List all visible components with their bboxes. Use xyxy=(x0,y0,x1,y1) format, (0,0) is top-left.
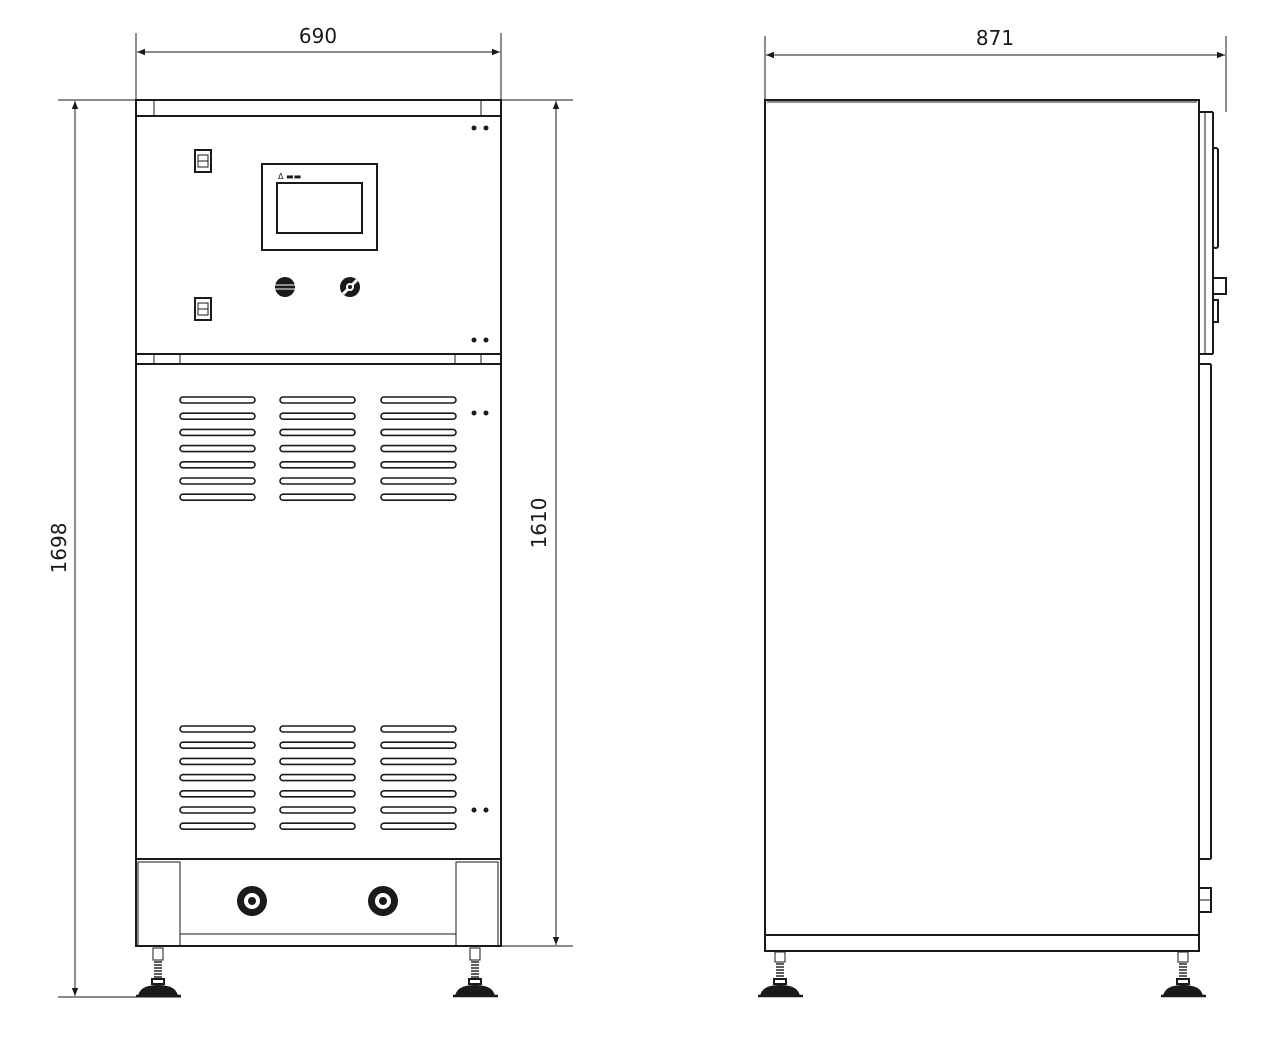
louvre-slot xyxy=(179,477,256,485)
louvre-slot xyxy=(380,773,457,782)
louvre-slot xyxy=(179,773,256,782)
hmi-display: Δ ▬▬ xyxy=(261,163,378,251)
selector-knob-right-icon xyxy=(340,277,360,297)
hmi-screen xyxy=(276,182,363,234)
louvre-slot xyxy=(380,806,457,814)
louvre-slot xyxy=(179,757,256,766)
cable-gland-left-icon xyxy=(237,886,267,916)
louvre-slot xyxy=(279,412,356,421)
panel-screws-bottom xyxy=(471,337,489,343)
louvre-slot xyxy=(380,477,457,485)
louvre-slot xyxy=(279,806,356,814)
selector-knob-left-icon xyxy=(273,277,297,297)
total-height-label: 1698 xyxy=(47,523,71,574)
louvre-slot xyxy=(179,444,256,453)
front-view: Δ ▬▬ xyxy=(135,99,502,998)
top-frame-corner-left xyxy=(135,99,155,117)
louvre-slot xyxy=(380,412,457,421)
louvre-slot xyxy=(179,493,256,502)
side-panel xyxy=(764,99,1200,936)
louvre-slot xyxy=(380,789,457,798)
louvre-slot xyxy=(279,460,356,469)
door-lock-top-icon xyxy=(194,149,212,173)
louvre-slot xyxy=(179,806,256,814)
louvre-slot xyxy=(279,822,356,831)
louvre-slot xyxy=(380,493,457,502)
louvre-slot xyxy=(279,428,356,437)
louvre-slot xyxy=(279,757,356,766)
door-screws-lower xyxy=(471,807,489,813)
top-frame xyxy=(135,99,502,117)
louvre-slot xyxy=(179,460,256,469)
louvre-slot xyxy=(179,822,256,831)
ventilation-louvres-lower xyxy=(179,725,457,831)
louvre-slot xyxy=(179,725,256,733)
leveling-foot-right-icon xyxy=(453,947,498,998)
door-screws-upper xyxy=(471,410,489,416)
ventilation-louvres-upper xyxy=(179,396,457,502)
width-label: 690 xyxy=(299,24,337,48)
control-panel xyxy=(135,115,502,355)
louvre-slot xyxy=(279,396,356,404)
side-view xyxy=(758,99,1227,998)
dimension-depth: 871 xyxy=(764,26,1227,112)
louvre-slot xyxy=(179,741,256,750)
side-leveling-foot-left-icon xyxy=(758,951,803,998)
louvre-slot xyxy=(380,396,457,404)
door-lock-bottom-icon xyxy=(194,297,212,321)
depth-label: 871 xyxy=(976,26,1014,50)
louvre-slot xyxy=(179,428,256,437)
side-leveling-foot-right-icon xyxy=(1161,951,1206,998)
leveling-foot-left-icon xyxy=(136,947,181,998)
louvre-slot xyxy=(279,773,356,782)
top-frame-corner-right xyxy=(480,99,502,117)
louvre-slot xyxy=(279,477,356,485)
louvre-slot xyxy=(380,741,457,750)
louvre-slot xyxy=(380,757,457,766)
door-profile xyxy=(1198,111,1227,913)
louvre-slot xyxy=(179,412,256,421)
cable-gland-right-icon xyxy=(368,886,398,916)
louvre-slot xyxy=(279,444,356,453)
louvre-slot xyxy=(179,789,256,798)
body-height-label: 1610 xyxy=(527,498,551,549)
louvre-slot xyxy=(380,725,457,733)
louvre-slot xyxy=(380,460,457,469)
dimension-body-height: 1610 xyxy=(501,99,573,947)
louvre-slot xyxy=(279,493,356,502)
louvre-slot xyxy=(279,741,356,750)
middle-frame xyxy=(135,353,502,365)
panel-screws-top xyxy=(471,125,489,131)
base-plinth xyxy=(135,858,502,947)
louvre-slot xyxy=(380,822,457,831)
lower-door xyxy=(135,363,502,860)
hmi-logo: Δ ▬▬ xyxy=(278,172,301,181)
dimension-width: 690 xyxy=(135,24,502,100)
louvre-slot xyxy=(279,725,356,733)
louvre-slot xyxy=(380,444,457,453)
side-base xyxy=(764,934,1200,952)
louvre-slot xyxy=(380,428,457,437)
dimension-total-height: 1698 xyxy=(47,99,181,998)
louvre-slot xyxy=(179,396,256,404)
louvre-slot xyxy=(279,789,356,798)
